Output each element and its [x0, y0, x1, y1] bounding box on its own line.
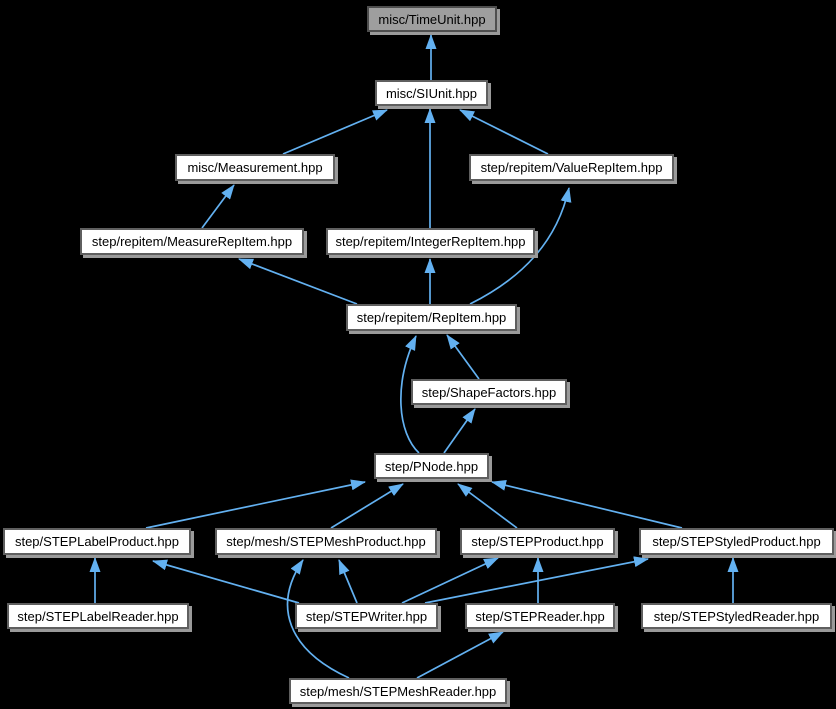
graph-node-label: step/repitem/RepItem.hpp [356, 310, 507, 325]
graph-node-siunit[interactable]: misc/SIUnit.hpp [375, 80, 488, 106]
edge-repitem-measurerepitem [238, 258, 358, 305]
graph-node-repitem[interactable]: step/repitem/RepItem.hpp [346, 304, 517, 331]
graph-node-label: step/STEPStyledReader.hpp [653, 608, 820, 624]
graph-node-styledreader[interactable]: step/STEPStyledReader.hpp [641, 603, 832, 629]
graph-node-label: step/repitem/IntegerRepItem.hpp [335, 234, 526, 249]
edge-labelproduct-pnode [145, 479, 366, 529]
edge-measurerepitem-measurement [201, 184, 235, 229]
graph-node-reader[interactable]: step/STEPReader.hpp [465, 603, 615, 629]
edge-styledproduct-pnode [491, 479, 683, 529]
edge-measurement-siunit [282, 109, 388, 155]
graph-node-meshreader[interactable]: step/mesh/STEPMeshReader.hpp [289, 678, 507, 704]
graph-node-label: step/STEPLabelProduct.hpp [14, 534, 180, 549]
graph-node-label: step/ShapeFactors.hpp [421, 384, 557, 400]
graph-node-label: misc/Measurement.hpp [187, 160, 323, 175]
edge-writer-styledproduct [424, 556, 649, 604]
graph-node-label: misc/TimeUnit.hpp [378, 11, 486, 27]
edge-pnode-shapefactors [443, 408, 476, 454]
graph-node-integerrepitem[interactable]: step/repitem/IntegerRepItem.hpp [326, 228, 535, 255]
graph-node-label: step/repitem/ValueRepItem.hpp [480, 160, 663, 175]
graph-node-writer[interactable]: step/STEPWriter.hpp [295, 603, 438, 629]
graph-node-valuerepitem[interactable]: step/repitem/ValueRepItem.hpp [469, 154, 674, 181]
graph-node-styledproduct[interactable]: step/STEPStyledProduct.hpp [639, 528, 834, 555]
edge-meshproduct-pnode [330, 483, 404, 529]
graph-node-label: step/STEPWriter.hpp [305, 608, 428, 624]
graph-node-labelreader[interactable]: step/STEPLabelReader.hpp [7, 603, 189, 629]
graph-node-label: step/STEPLabelReader.hpp [17, 608, 179, 624]
graph-node-measurement[interactable]: misc/Measurement.hpp [175, 154, 335, 181]
graph-node-labelproduct[interactable]: step/STEPLabelProduct.hpp [3, 528, 191, 555]
graph-node-label: step/repitem/MeasureRepItem.hpp [91, 234, 293, 249]
edge-valuerepitem-siunit [459, 109, 549, 155]
edge-product-pnode [457, 483, 518, 529]
graph-node-label: misc/SIUnit.hpp [385, 85, 478, 101]
graph-node-timeunit[interactable]: misc/TimeUnit.hpp [367, 6, 497, 32]
graph-node-measurerepitem[interactable]: step/repitem/MeasureRepItem.hpp [80, 228, 304, 255]
graph-node-label: step/STEPReader.hpp [475, 608, 605, 624]
edge-writer-meshproduct [338, 559, 358, 604]
graph-node-product[interactable]: step/STEPProduct.hpp [460, 528, 615, 555]
graph-node-label: step/STEPProduct.hpp [471, 534, 604, 549]
edge-writer-labelproduct [152, 559, 300, 604]
graph-node-label: step/mesh/STEPMeshReader.hpp [299, 683, 497, 699]
edge-shapefactors-repitem [446, 334, 480, 380]
graph-node-meshproduct[interactable]: step/mesh/STEPMeshProduct.hpp [215, 528, 437, 555]
graph-node-label: step/STEPStyledProduct.hpp [652, 534, 821, 549]
graph-node-label: step/PNode.hpp [384, 458, 479, 474]
graph-node-pnode[interactable]: step/PNode.hpp [374, 453, 489, 479]
edge-meshreader-reader [416, 631, 504, 679]
graph-node-shapefactors[interactable]: step/ShapeFactors.hpp [411, 379, 567, 405]
edge-writer-product [401, 557, 499, 604]
graph-node-label: step/mesh/STEPMeshProduct.hpp [226, 534, 426, 549]
